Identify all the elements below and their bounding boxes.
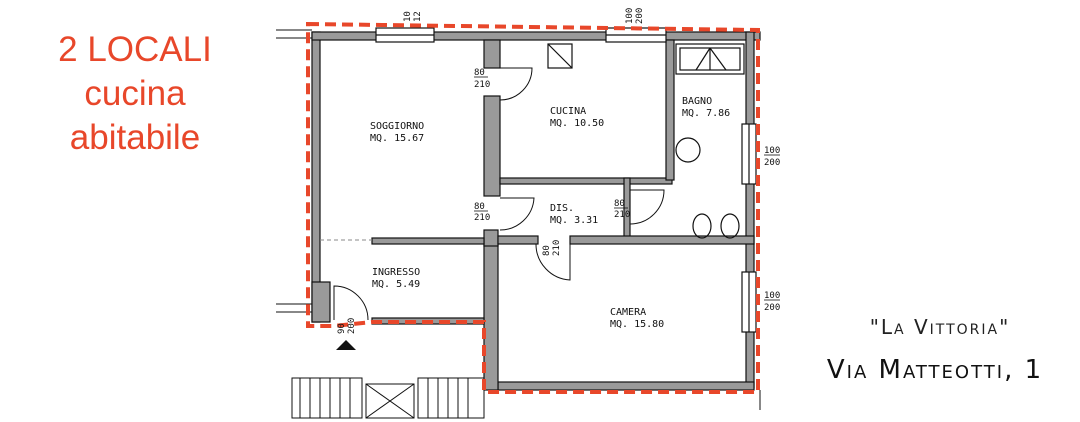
stair-flight-right xyxy=(417,377,485,419)
door-bagno xyxy=(629,189,665,225)
wall-camera-north-b xyxy=(569,235,755,245)
windows xyxy=(375,27,757,333)
wall-entry-left xyxy=(311,281,331,323)
dim-window-soggiorno-w: 10 xyxy=(403,11,413,22)
room-cucina-name: CUCINA xyxy=(550,106,586,117)
dim-window-soggiorno: 10 12 xyxy=(403,11,423,22)
fixtures xyxy=(547,43,745,239)
room-ingresso-name: INGRESSO xyxy=(372,267,420,278)
dim-door-camera-w: 80 xyxy=(542,245,552,256)
door-cucina xyxy=(499,67,533,101)
dim-entry-door: 90 200 xyxy=(337,318,357,334)
dim-window-soggiorno-h: 12 xyxy=(413,11,423,22)
shower-line xyxy=(709,47,727,71)
sink-bagno xyxy=(675,137,701,163)
flue-cross xyxy=(547,43,573,69)
dim-window-cucina-w: 100 xyxy=(625,8,635,24)
room-bagno-name: BAGNO xyxy=(682,96,712,107)
wall-west xyxy=(311,31,321,323)
elevator-cross xyxy=(365,383,415,419)
dim-door-camera: 80 210 xyxy=(542,240,562,256)
headline-line-1: 2 LOCALI xyxy=(58,30,212,69)
headline: 2 LOCALI cucina abitabile xyxy=(40,28,230,160)
door-ingresso xyxy=(333,285,369,321)
context-lines xyxy=(276,29,761,410)
dimension-labels: 80 210 80 210 80 210 80 210 10 12 100 20… xyxy=(337,8,780,334)
room-dis-name: DIS. xyxy=(550,203,574,214)
wall-bagno-west xyxy=(623,177,631,241)
room-soggiorno-area: MQ. 15.67 xyxy=(370,133,424,144)
bathtub xyxy=(675,43,745,75)
dim-window-camera-w: 100 xyxy=(764,291,780,301)
wall-north xyxy=(311,31,761,41)
room-camera-name: CAMERA xyxy=(610,307,646,318)
stairs xyxy=(291,377,485,419)
building-name: "La Vittoria" xyxy=(869,315,1011,339)
dim-entry-w: 90 xyxy=(337,323,347,334)
wall-ingresso-north xyxy=(371,237,485,245)
room-bagno-area: MQ. 7.86 xyxy=(682,108,730,119)
dim-window-bagno-h: 200 xyxy=(764,158,780,168)
dim-window-camera-h: 200 xyxy=(764,303,780,313)
dim-door-soggiorno-h: 210 xyxy=(474,213,490,223)
headline-line-3: abitabile xyxy=(69,118,201,157)
room-soggiorno-name: SOGGIORNO xyxy=(370,121,424,132)
wall-camera-north-a xyxy=(497,235,539,245)
dim-door-cucina-w: 80 xyxy=(474,68,485,78)
dim-door-bagno-h: 210 xyxy=(614,210,630,220)
dim-window-bagno-w: 100 xyxy=(764,146,780,156)
apartment-boundary xyxy=(306,21,760,394)
room-cucina-area: MQ. 10.50 xyxy=(550,118,604,129)
dim-entry-h: 200 xyxy=(347,318,357,334)
wall-east xyxy=(745,31,755,389)
dim-door-bagno-w: 80 xyxy=(614,199,625,209)
wall-soggiorno-cucina-a xyxy=(483,39,501,69)
bidet xyxy=(720,213,740,239)
stair-flight-left xyxy=(291,377,363,419)
wall-dis-stub xyxy=(483,229,499,247)
dim-door-soggiorno-w: 80 xyxy=(474,202,485,212)
toilet xyxy=(692,213,712,239)
walls xyxy=(311,31,761,391)
dim-door-cucina-h: 210 xyxy=(474,80,490,90)
room-camera-area: MQ. 15.80 xyxy=(610,319,664,330)
headline-line-2: cucina xyxy=(84,74,186,113)
dim-window-cucina: 100 200 xyxy=(625,8,645,24)
wall-cucina-east xyxy=(665,39,675,181)
door-camera xyxy=(535,243,571,281)
door-soggiorno xyxy=(499,197,535,231)
address: Via Matteotti, 1 xyxy=(826,355,1044,385)
wall-soggiorno-cucina-b xyxy=(483,95,501,197)
dim-door-camera-h: 210 xyxy=(552,240,562,256)
shower-line xyxy=(695,47,711,71)
room-ingresso-area: MQ. 5.49 xyxy=(372,279,420,290)
wall-camera-west xyxy=(483,243,499,391)
elevator-shaft xyxy=(365,383,415,419)
wall-south xyxy=(497,381,755,391)
entrance-arrow-icon xyxy=(336,340,356,350)
kitchen-flue xyxy=(547,43,573,69)
room-dis-area: MQ. 3.31 xyxy=(550,215,598,226)
doors xyxy=(333,67,665,321)
dim-window-cucina-h: 200 xyxy=(635,8,645,24)
wall-cucina-south xyxy=(499,177,673,185)
